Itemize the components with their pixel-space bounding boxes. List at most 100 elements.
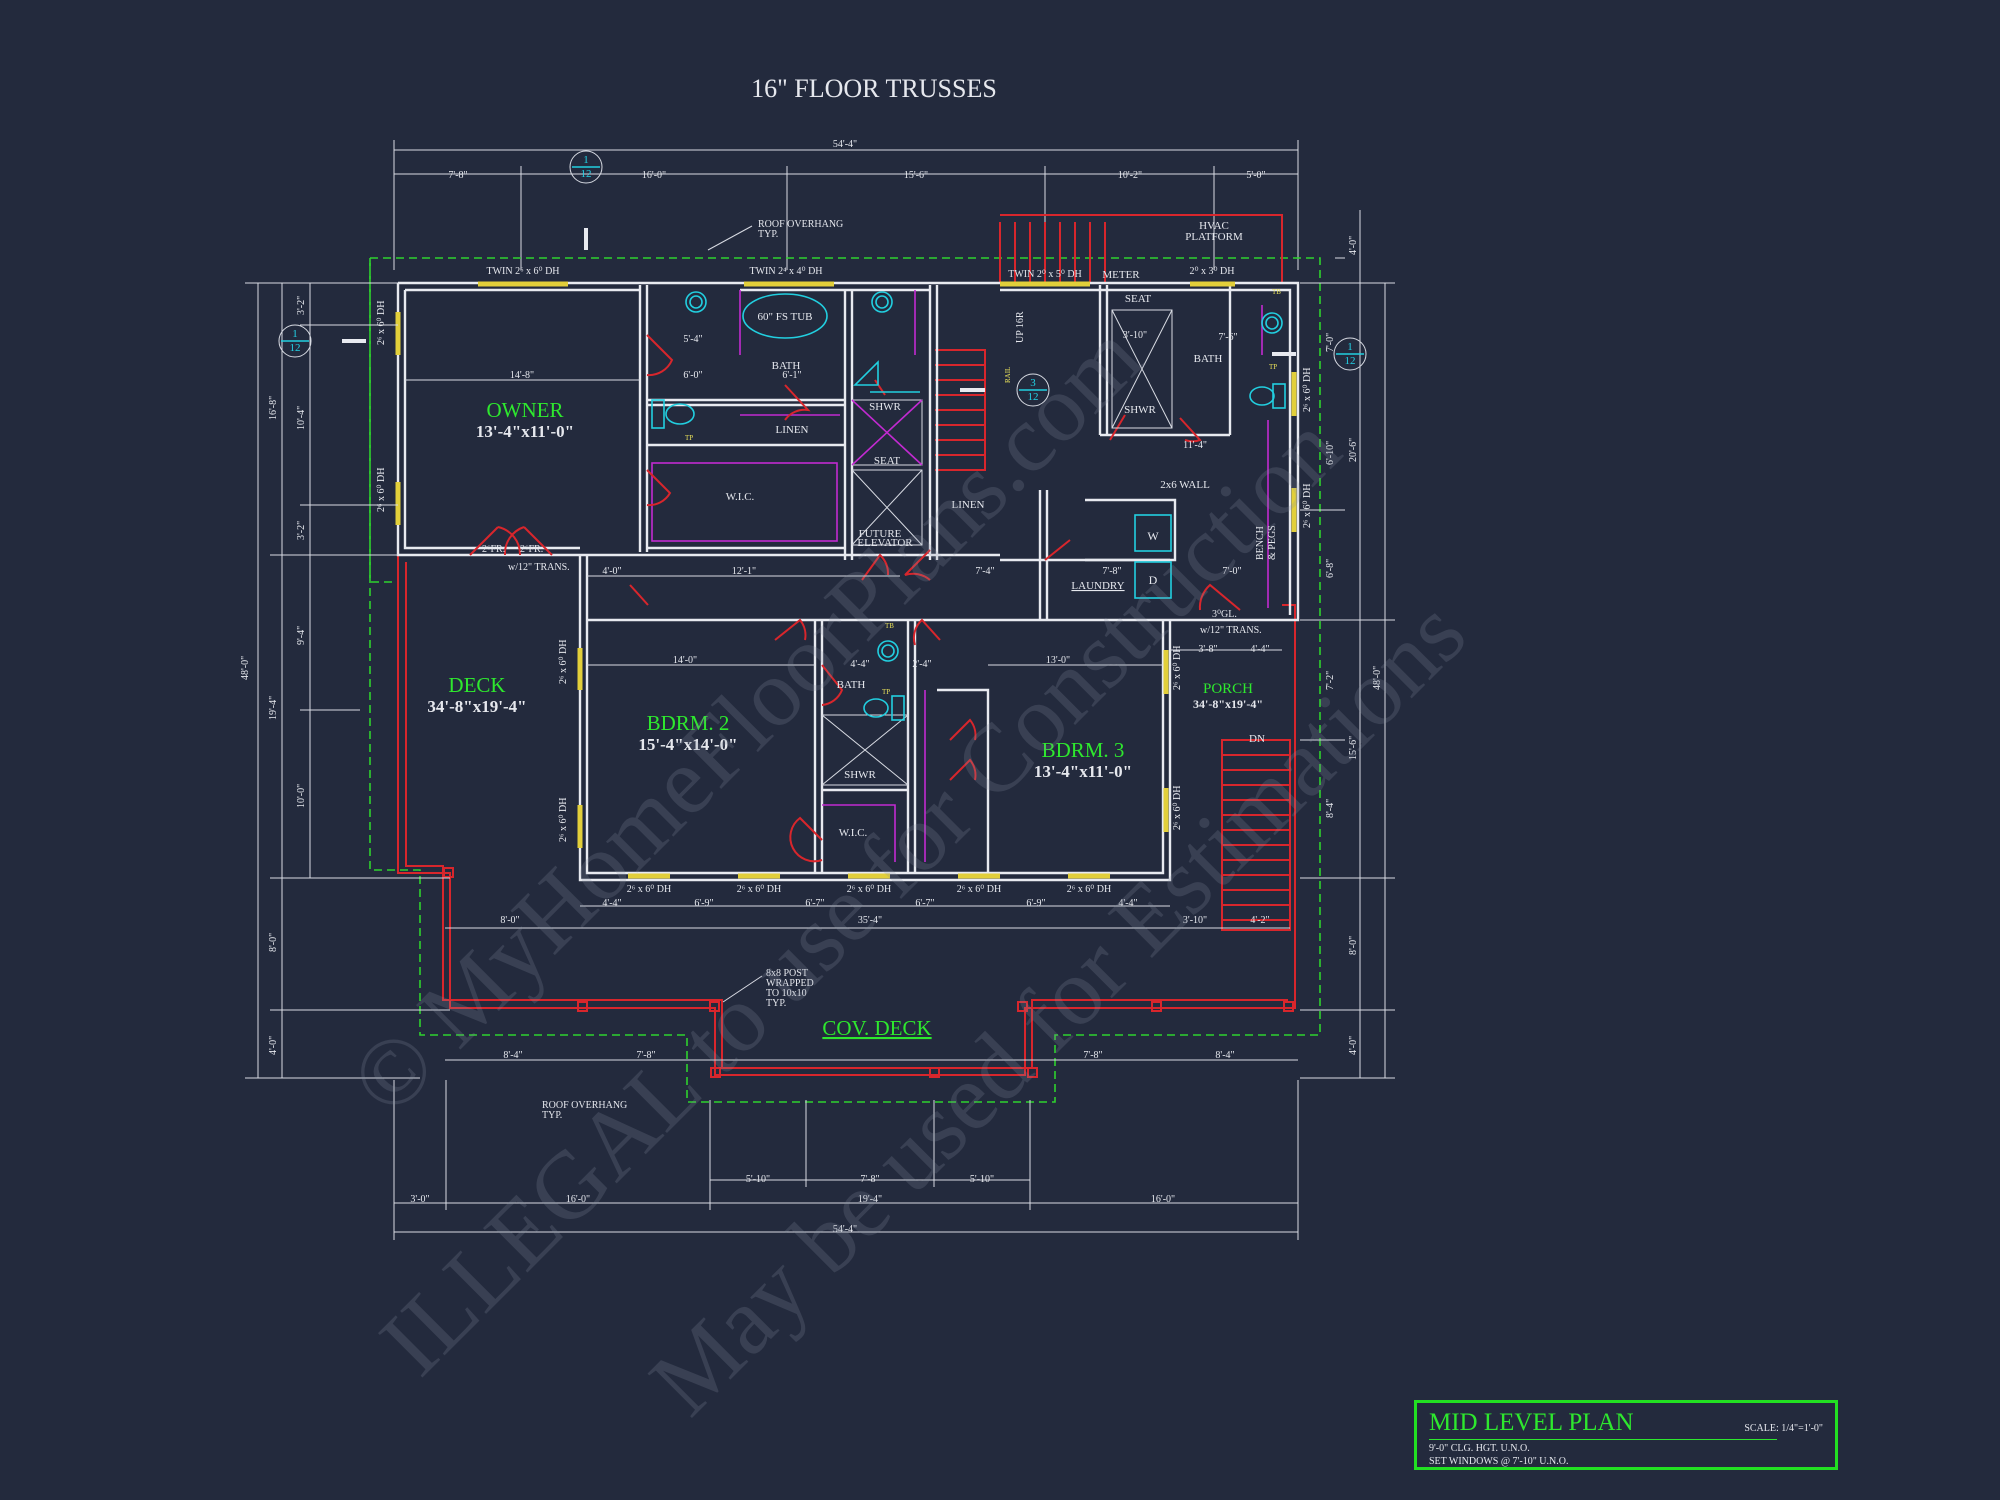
room-name-porch: PORCH <box>1203 681 1253 697</box>
svg-text:12'-1": 12'-1" <box>732 566 756 577</box>
svg-text:9'-4": 9'-4" <box>296 626 307 645</box>
svg-text:19'-4": 19'-4" <box>858 1194 882 1205</box>
dim-top: 7'-8" <box>448 170 467 181</box>
svg-text:4'-0": 4'-0" <box>1348 236 1359 255</box>
dim-overall-top: 54'-4" <box>833 139 857 150</box>
svg-text:2⁰ x 3⁰ DH: 2⁰ x 3⁰ DH <box>1190 266 1235 277</box>
svg-text:13'-0": 13'-0" <box>1046 655 1070 666</box>
label-shwr-bath3: SHWR <box>1124 404 1156 416</box>
section-tag: 1 12 <box>278 324 366 358</box>
svg-text:2⁶ x 6⁰ DH: 2⁶ x 6⁰ DH <box>737 884 781 895</box>
svg-text:4'-2": 4'-2" <box>1250 915 1269 926</box>
svg-text:4'-4": 4'-4" <box>1250 644 1269 655</box>
svg-text:19'-4": 19'-4" <box>268 696 279 720</box>
dim-top: 5'-0" <box>1246 170 1265 181</box>
svg-text:8'-0": 8'-0" <box>500 915 519 926</box>
label-wic-2: W.I.C. <box>839 827 868 839</box>
svg-text:2⁶ x 6⁰ DH: 2⁶ x 6⁰ DH <box>1172 786 1183 830</box>
svg-text:7'-8": 7'-8" <box>636 1050 655 1061</box>
svg-text:3'-8": 3'-8" <box>1198 644 1217 655</box>
label-fr-2: 2⁶FR. <box>520 544 543 555</box>
svg-text:8'-4": 8'-4" <box>1325 799 1336 818</box>
label-tb-2: TB <box>885 622 894 630</box>
dim-top: 16'-0" <box>642 170 666 181</box>
label-up: UP 16R <box>1015 311 1026 343</box>
room-name-deck: DECK <box>448 673 505 697</box>
svg-text:16'-0": 16'-0" <box>566 1194 590 1205</box>
right-dimensions: 48'-0" 4'-0" 20'-6" 15'-6" 8'-0" 4'-0" 7… <box>1300 210 1395 1079</box>
title-underline <box>1429 1439 1777 1440</box>
title-block: MID LEVEL PLAN SCALE: 1/4"=1'-0" 9'-0" C… <box>1414 1400 1838 1470</box>
label-roof-overhang-bottom-typ: TYP. <box>542 1110 562 1121</box>
svg-text:16'-0": 16'-0" <box>1151 1194 1175 1205</box>
room-size-bdrm3: 13'-4"x11'-0" <box>1034 762 1132 781</box>
dim-top: 15'-6" <box>904 170 928 181</box>
svg-text:7'-4": 7'-4" <box>975 566 994 577</box>
svg-text:8'-0": 8'-0" <box>268 933 279 952</box>
svg-text:7'-8": 7'-8" <box>1102 566 1121 577</box>
svg-text:4'-4": 4'-4" <box>602 898 621 909</box>
svg-text:1: 1 <box>583 154 589 166</box>
svg-text:TWIN 2⁴ x 4⁰ DH: TWIN 2⁴ x 4⁰ DH <box>749 266 822 277</box>
label-transom-owner: w/12" TRANS. <box>508 562 570 573</box>
svg-text:4'-4": 4'-4" <box>850 659 869 670</box>
svg-text:12: 12 <box>1028 391 1039 403</box>
svg-text:2⁶ x 6⁰ DH: 2⁶ x 6⁰ DH <box>1302 484 1313 528</box>
label-gl: 3⁰GL. <box>1212 609 1237 620</box>
svg-text:10'-0": 10'-0" <box>296 784 307 808</box>
dim-left-outer: 48'-0" <box>240 656 251 680</box>
room-name-cov-deck: COV. DECK <box>822 1016 931 1040</box>
svg-text:15'-6": 15'-6" <box>1348 736 1359 760</box>
svg-text:6'-0": 6'-0" <box>683 370 702 381</box>
label-seat-bath3: SEAT <box>1125 293 1152 305</box>
label-tub: 60" FS TUB <box>757 311 812 323</box>
dim-top: 10'-2" <box>1118 170 1142 181</box>
label-bench: BENCH <box>1255 526 1266 560</box>
label-rail: RAIL <box>1004 367 1012 383</box>
svg-text:2⁶ x 6⁰ DH: 2⁶ x 6⁰ DH <box>1302 368 1313 412</box>
plan-title: MID LEVEL PLAN <box>1429 1409 1634 1436</box>
svg-text:4'-4": 4'-4" <box>1118 898 1137 909</box>
label-fr-1: 2⁶FR. <box>482 544 505 555</box>
ceiling-height-note: 9'-0" CLG. HGT. U.N.O. <box>1429 1443 1530 1454</box>
svg-text:10'-4": 10'-4" <box>296 406 307 430</box>
svg-text:7'-8": 7'-8" <box>860 1174 879 1185</box>
svg-text:3'-0": 3'-0" <box>410 1194 429 1205</box>
label-tp-3: TP <box>1269 363 1277 371</box>
svg-text:2⁶ x 6⁰ DH: 2⁶ x 6⁰ DH <box>627 884 671 895</box>
windows <box>395 281 1297 879</box>
svg-text:6'-7": 6'-7" <box>915 898 934 909</box>
svg-text:2⁶ x 6⁰ DH: 2⁶ x 6⁰ DH <box>1172 646 1183 690</box>
dim-right-outer: 48'-0" <box>1372 666 1383 690</box>
svg-text:12: 12 <box>1345 355 1356 367</box>
svg-text:TWIN 2⁶ x 6⁰ DH: TWIN 2⁶ x 6⁰ DH <box>486 266 559 277</box>
room-name-bdrm2: BDRM. 2 <box>647 711 730 735</box>
section-tags: 1 12 1 12 1 12 3 12 <box>278 150 1367 407</box>
label-bath-3: BATH <box>1194 353 1223 365</box>
svg-text:3: 3 <box>1030 377 1036 389</box>
label-tp-2: TP <box>882 688 890 696</box>
label-dryer: D <box>1149 573 1158 587</box>
window-labels: TWIN 2⁶ x 6⁰ DH TWIN 2⁴ x 4⁰ DH TWIN 2⁰ … <box>376 266 1313 895</box>
svg-text:3'-10": 3'-10" <box>1123 330 1147 341</box>
label-post-3: TO 10x10 <box>766 988 807 999</box>
svg-text:6'-9": 6'-9" <box>1026 898 1045 909</box>
section-tag: 3 12 <box>960 373 1050 407</box>
svg-text:20'-6": 20'-6" <box>1348 438 1359 462</box>
room-name-owner: OWNER <box>487 398 564 422</box>
label-tb-1: TB <box>1272 288 1281 296</box>
label-post-2: WRAPPED <box>766 978 814 989</box>
svg-text:16'-8": 16'-8" <box>268 396 279 420</box>
drawing-header: 16" FLOOR TRUSSES <box>751 74 997 103</box>
svg-text:3'-10": 3'-10" <box>1183 915 1207 926</box>
section-tag: 1 12 <box>569 150 603 250</box>
svg-text:7'-6": 7'-6" <box>1218 332 1237 343</box>
label-future: FUTURE <box>859 528 902 540</box>
svg-text:11'-4": 11'-4" <box>1183 440 1207 451</box>
svg-text:4'-0": 4'-0" <box>268 1036 279 1055</box>
fixtures <box>651 291 1286 721</box>
label-meter: METER <box>1102 269 1140 281</box>
svg-text:7'-0": 7'-0" <box>1325 333 1336 352</box>
label-tp-1: TP <box>685 434 693 442</box>
label-shwr-owner: SHWR <box>869 401 901 413</box>
